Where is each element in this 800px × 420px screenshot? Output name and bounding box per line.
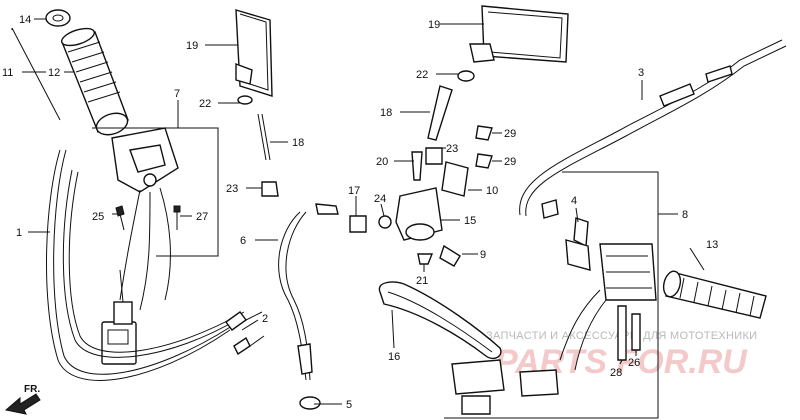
callout-22-right: 22	[416, 69, 428, 81]
callout-19-right: 19	[428, 19, 440, 31]
callout-14: 14	[19, 14, 31, 26]
front-direction-label: FR.	[24, 384, 40, 395]
callout-21: 21	[416, 275, 428, 287]
callout-29-top: 29	[504, 128, 516, 140]
callout-19-left: 19	[186, 40, 198, 52]
callout-24: 24	[374, 193, 386, 205]
callout-12: 12	[48, 67, 60, 79]
callout-29-bottom: 29	[504, 156, 516, 168]
clutch-lever-part	[378, 281, 502, 360]
callout-26: 26	[628, 357, 640, 369]
callout-2: 2	[262, 313, 268, 325]
callout-6: 6	[240, 235, 246, 247]
callout-11: 11	[2, 67, 13, 79]
callout-1: 1	[16, 227, 22, 239]
left-grip-part	[45, 9, 129, 136]
leader-lines	[11, 18, 705, 419]
callout-20: 20	[376, 156, 388, 168]
callout-25: 25	[92, 211, 104, 223]
front-direction-arrow: FR.	[4, 384, 41, 415]
lever-bracket-part	[349, 85, 493, 267]
cable-part	[46, 149, 265, 381]
callout-18-left: 18	[292, 137, 304, 149]
screw-part	[115, 205, 181, 231]
callout-27: 27	[196, 211, 208, 223]
callout-10: 10	[486, 185, 498, 197]
callout-17: 17	[348, 185, 360, 197]
left-switch-housing-part	[101, 127, 179, 365]
callout-15: 15	[464, 215, 476, 227]
left-mirror-part	[235, 9, 279, 197]
callout-28: 28	[610, 367, 622, 379]
callout-3: 3	[638, 67, 644, 79]
callout-22-left: 22	[199, 98, 211, 110]
callout-18-right: 18	[380, 107, 392, 119]
throttle-cable-part	[519, 39, 787, 219]
callout-5: 5	[346, 399, 352, 411]
callout-9: 9	[480, 249, 486, 261]
callout-7: 7	[174, 88, 180, 100]
right-mirror-part	[457, 5, 569, 82]
right-switch-housing-part	[451, 217, 657, 415]
right-grip-part	[662, 270, 767, 319]
clutch-cable-part	[278, 203, 339, 410]
callout-labels: 14 11 12 7 1 25 27 19 22 18 23 6 2 5 19 …	[2, 14, 718, 411]
callout-16: 16	[388, 351, 400, 363]
callout-8: 8	[682, 209, 688, 221]
callout-13: 13	[706, 239, 718, 251]
callout-4: 4	[571, 195, 577, 207]
callout-23-left: 23	[226, 183, 238, 195]
callout-23-right: 23	[446, 143, 458, 155]
